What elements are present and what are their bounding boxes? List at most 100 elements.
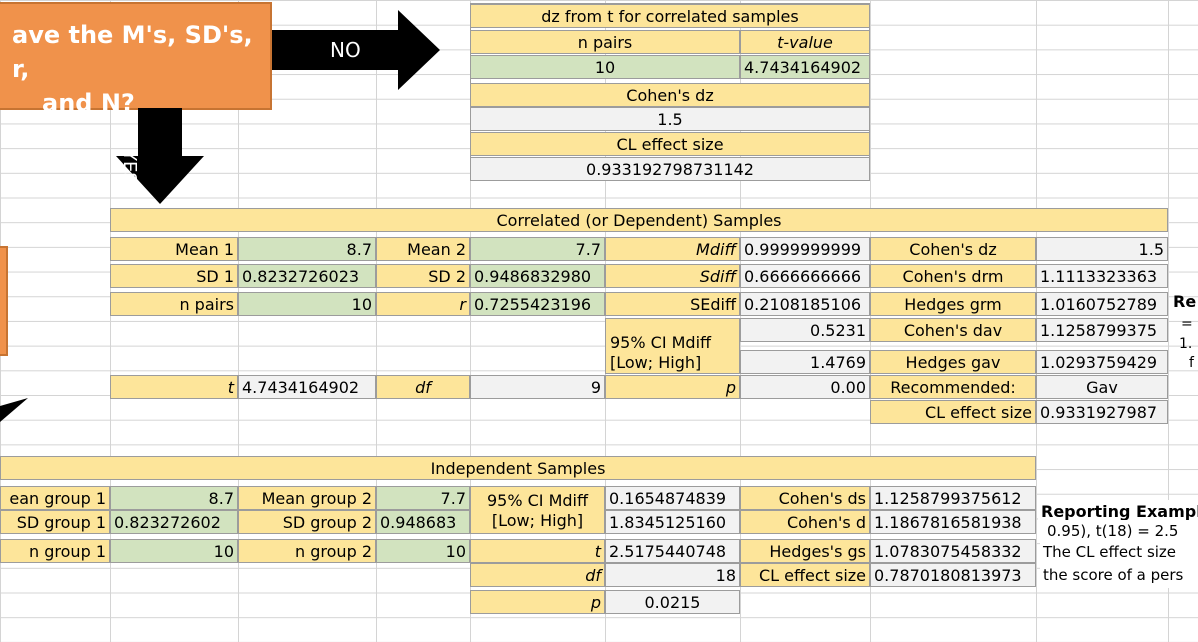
corr-dz-label: Cohen's dz: [870, 237, 1036, 261]
question-box: ave the M's, SD's, r, and N?: [0, 2, 272, 117]
corr-sd1-label: SD 1: [110, 264, 238, 288]
ind-cl-value: 0.7870180813973: [870, 563, 1036, 587]
ind-gs-label: Hedges's gs: [740, 539, 870, 563]
independent-title: Independent Samples: [0, 456, 1036, 480]
corr-mdiff-label: Mdiff: [605, 237, 740, 261]
side-text: 1.: [1179, 336, 1193, 352]
corr-npairs-label: n pairs: [110, 292, 238, 316]
ind-d-value: 1.1867816581938: [870, 510, 1036, 534]
corr-drm-label: Cohen's drm: [870, 264, 1036, 288]
column-line: [470, 0, 471, 642]
report-line-3: the score of a pers: [1040, 564, 1198, 588]
corr-grm-value: 1.0160752789: [1036, 292, 1168, 316]
t-value-input[interactable]: 4.7434164902: [740, 55, 870, 79]
cohens-dz-value: 1.5: [470, 107, 870, 131]
question-line-2: and N?: [42, 89, 135, 117]
corr-sediff-label: SEdiff: [605, 292, 740, 316]
corr-t-label: t: [110, 375, 238, 399]
side-text: Re: [1173, 292, 1197, 311]
ind-ci-label-line2: [Low; High]: [491, 511, 584, 530]
corr-sd2-label: SD 2: [376, 264, 470, 288]
ind-ds-label: Cohen's ds: [740, 486, 870, 510]
corr-gav-value: 1.0293759429: [1036, 350, 1168, 374]
column-line: [1168, 0, 1169, 642]
ind-mean2-input[interactable]: 7.7: [376, 486, 470, 510]
corr-p-value: 0.00: [740, 375, 870, 399]
ind-t-value: 2.5175440748: [605, 539, 740, 563]
corr-cl-value: 0.9331927987: [1036, 400, 1168, 424]
corr-p-label: p: [605, 375, 740, 399]
corr-cl-label: CL effect size: [870, 400, 1036, 424]
corr-ci-low: 0.5231: [740, 318, 870, 342]
corr-ci-label-line1: 95% CI Mdiff: [610, 333, 712, 352]
t-value-label: t-value: [740, 30, 870, 54]
ind-df-label: df: [470, 563, 605, 587]
column-line: [238, 0, 239, 642]
ind-gs-value: 1.0783075458332: [870, 539, 1036, 563]
corr-sd1-input[interactable]: 0.8232726023: [238, 264, 376, 288]
ind-p-value: 0.0215: [605, 590, 740, 614]
ind-mean2-label: Mean group 2: [238, 486, 376, 510]
ind-mean1-label: ean group 1: [0, 486, 110, 510]
corr-gav-label: Hedges gav: [870, 350, 1036, 374]
report-line-2: The CL effect size: [1040, 541, 1198, 565]
ind-n1-input[interactable]: 10: [110, 539, 238, 563]
corr-npairs-input[interactable]: 10: [238, 292, 376, 316]
no-label: NO: [330, 38, 361, 62]
ind-mean1-input[interactable]: 8.7: [110, 486, 238, 510]
cohens-dz-label: Cohen's dz: [470, 83, 870, 107]
ind-n1-label: n group 1: [0, 539, 110, 563]
corr-mean1-input[interactable]: 8.7: [238, 237, 376, 261]
ind-sd2-label: SD group 2: [238, 510, 376, 534]
left-arrow-icon: [0, 398, 28, 422]
dz-panel-title-text: dz from t for correlated samples: [541, 7, 799, 26]
ind-ci-label: 95% CI Mdiff [Low; High]: [470, 486, 605, 534]
corr-recommended-value: Gav: [1036, 375, 1168, 399]
corr-r-input[interactable]: 0.7255423196: [470, 292, 605, 316]
yes-label: YES: [119, 150, 140, 184]
corr-df-value: 9: [470, 375, 605, 399]
ind-cl-label: CL effect size: [740, 563, 870, 587]
side-text: =: [1181, 316, 1193, 332]
ind-sd1-input[interactable]: 0.823272602: [110, 510, 238, 534]
ind-n2-label: n group 2: [238, 539, 376, 563]
ind-d-label: Cohen's d: [740, 510, 870, 534]
cl-label: CL effect size: [470, 132, 870, 156]
corr-ci-label-line2: [Low; High]: [610, 353, 702, 372]
corr-mean2-label: Mean 2: [376, 237, 470, 261]
corr-ci-high: 1.4769: [740, 350, 870, 374]
ind-ds-value: 1.1258799375612: [870, 486, 1036, 510]
corr-mean1-label: Mean 1: [110, 237, 238, 261]
ind-p-label: p: [470, 590, 605, 614]
ind-sd2-input[interactable]: 0.948683: [376, 510, 470, 534]
corr-sdiff-value: 0.6666666666: [740, 264, 870, 288]
corr-recommended-label: Recommended:: [870, 375, 1036, 399]
corr-mean2-input[interactable]: 7.7: [470, 237, 605, 261]
corr-sd2-input[interactable]: 0.9486832980: [470, 264, 605, 288]
corr-dav-label: Cohen's dav: [870, 318, 1036, 342]
corr-r-label: r: [376, 292, 470, 316]
column-line: [376, 0, 377, 642]
n-pairs-label: n pairs: [470, 30, 740, 54]
corr-mdiff-value: 0.9999999999: [740, 237, 870, 261]
corr-dav-value: 1.1258799375: [1036, 318, 1168, 342]
corr-ci-label: 95% CI Mdiff [Low; High]: [605, 318, 740, 374]
cl-value: 0.933192798731142: [470, 157, 870, 181]
report-line-1: 0.95), t(18) = 2.5: [1044, 520, 1198, 544]
corr-grm-label: Hedges grm: [870, 292, 1036, 316]
correlated-title: Correlated (or Dependent) Samples: [110, 208, 1168, 232]
answer-box: [0, 246, 8, 356]
ind-df-value: 18: [605, 563, 740, 587]
ind-t-label: t: [470, 539, 605, 563]
dz-panel-title: dz from t for correlated samples: [470, 4, 870, 28]
yes-arrow-icon: [116, 108, 204, 204]
corr-drm-value: 1.1113323363: [1036, 264, 1168, 288]
corr-sdiff-label: Sdiff: [605, 264, 740, 288]
side-text: f: [1189, 355, 1194, 371]
n-pairs-input[interactable]: 10: [470, 55, 740, 79]
no-arrow-icon: [272, 10, 440, 90]
ind-ci-label-line1: 95% CI Mdiff: [486, 491, 589, 510]
corr-t-value: 4.7434164902: [238, 375, 376, 399]
corr-df-label: df: [376, 375, 470, 399]
ind-n2-input[interactable]: 10: [376, 539, 470, 563]
